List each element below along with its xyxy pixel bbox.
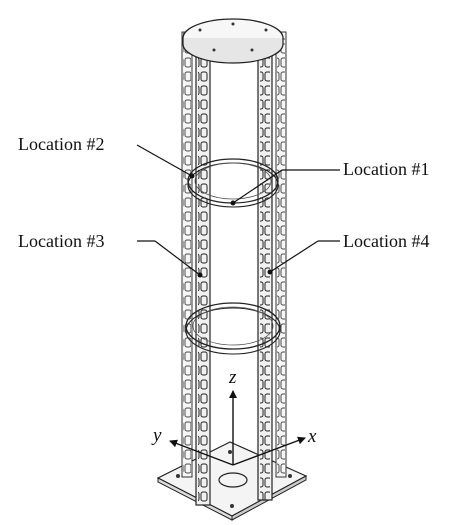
marker-location-4 bbox=[267, 269, 273, 275]
y-axis-label: y bbox=[151, 425, 162, 446]
callout-location-2: Location #2 bbox=[18, 134, 195, 179]
label-location-3: Location #3 bbox=[18, 231, 104, 251]
x-axis-label: x bbox=[307, 426, 317, 447]
callout-location-4: Location #4 bbox=[267, 231, 429, 275]
label-location-2: Location #2 bbox=[18, 134, 104, 154]
marker-location-3 bbox=[197, 272, 203, 278]
callout-location-3: Location #3 bbox=[18, 231, 203, 278]
coordinate-axes: z x y bbox=[151, 367, 317, 466]
label-location-4: Location #4 bbox=[343, 231, 429, 251]
column-back-right bbox=[275, 31, 287, 478]
marker-location-2 bbox=[189, 173, 195, 179]
callout-location-1: Location #1 bbox=[230, 159, 429, 206]
label-location-1: Location #1 bbox=[343, 159, 429, 179]
ring-lower bbox=[185, 302, 281, 355]
column-back-left bbox=[181, 31, 193, 478]
ring-upper bbox=[187, 158, 279, 208]
marker-location-1 bbox=[230, 200, 236, 206]
y-axis bbox=[169, 439, 234, 466]
column-front-left bbox=[195, 39, 211, 506]
x-axis bbox=[232, 436, 306, 466]
z-axis-label: z bbox=[228, 367, 237, 388]
top-plate bbox=[182, 18, 284, 64]
